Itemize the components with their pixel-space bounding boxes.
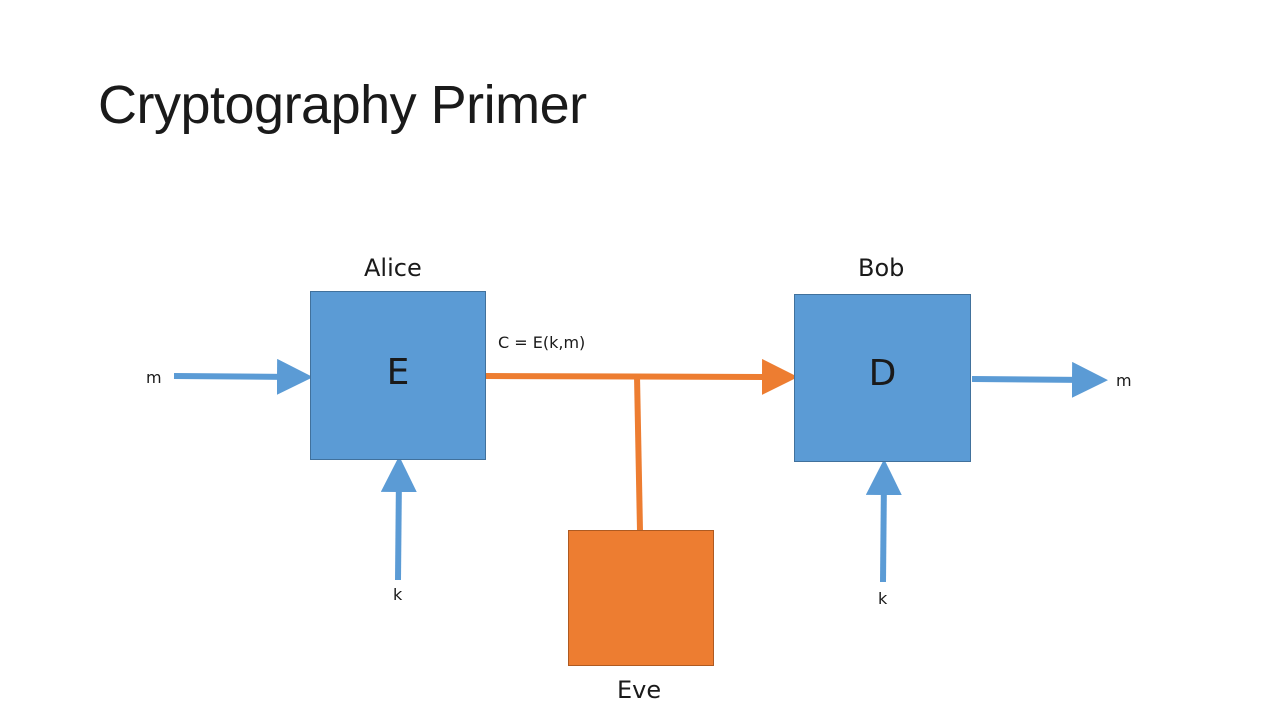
decryption-box: D xyxy=(794,294,971,462)
page-title: Cryptography Primer xyxy=(98,75,587,135)
eavesdrop-line xyxy=(634,375,643,532)
input-message-label: m xyxy=(146,368,162,387)
bob-key-arrow xyxy=(865,459,902,583)
alice-key-arrow xyxy=(380,456,417,581)
ciphertext-label: C = E(k,m) xyxy=(498,333,586,352)
message-input-arrow xyxy=(173,358,313,395)
output-message-label: m xyxy=(1116,371,1132,390)
ciphertext-arrow xyxy=(485,358,798,395)
eavesdropper-box xyxy=(568,530,714,666)
encryption-box-letter: E xyxy=(386,352,410,393)
bob-key-label: k xyxy=(878,589,888,608)
decryption-box-letter: D xyxy=(868,353,897,394)
bob-label: Bob xyxy=(858,254,905,282)
eve-label: Eve xyxy=(617,676,662,704)
alice-label: Alice xyxy=(364,254,422,282)
alice-key-label: k xyxy=(393,585,403,604)
encryption-box: E xyxy=(310,291,486,460)
message-output-arrow xyxy=(971,361,1108,398)
